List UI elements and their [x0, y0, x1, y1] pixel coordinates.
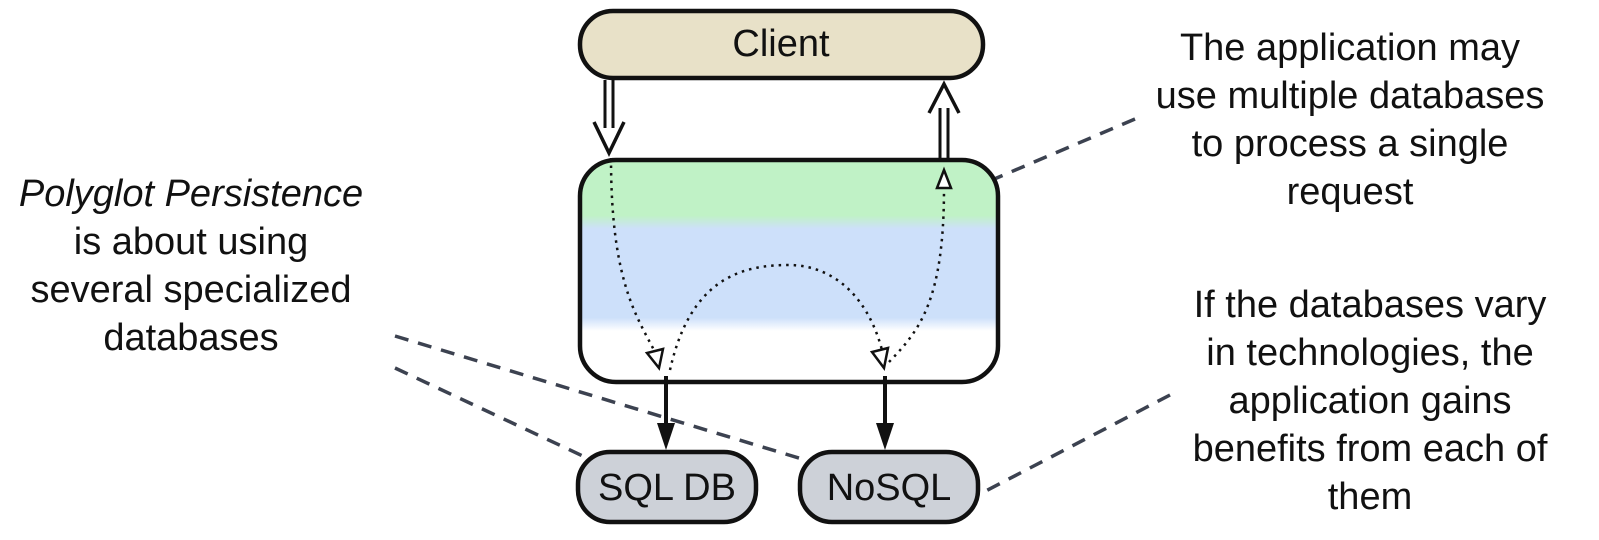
polyglot-note-line: databases	[103, 317, 279, 359]
leader-line-left-to-sql	[394, 366, 603, 467]
leader-line-left-to-nosql	[394, 334, 823, 467]
request-arrow	[592, 80, 626, 158]
response-arrow	[927, 80, 961, 158]
client-node-label: Client	[732, 23, 830, 65]
sql-db-node: SQL DB	[575, 449, 759, 525]
multiple-databases-note-line: The application may	[1179, 27, 1521, 69]
multiple-databases-note-line: request	[1286, 171, 1414, 213]
technologies-note: If the databases vary in technologies, t…	[1150, 281, 1590, 521]
client-node: Client	[577, 8, 986, 81]
multiple-databases-note-line: use multiple databases	[1155, 75, 1545, 117]
multiple-databases-note: The application may use multiple databas…	[1130, 24, 1570, 216]
technologies-note-line: application gains	[1228, 380, 1512, 422]
nosql-node: NoSQL	[797, 449, 981, 525]
technologies-note-line: benefits from each of	[1192, 428, 1548, 470]
internal-flow-arrowheads	[644, 166, 953, 371]
db-connectors	[657, 376, 894, 450]
technologies-note-line: them	[1327, 476, 1413, 518]
polyglot-note-line: is about using	[73, 221, 309, 263]
internal-flow	[609, 157, 946, 371]
application-node	[577, 157, 1001, 385]
sql-db-label: SQL DB	[598, 467, 736, 509]
technologies-note-line: If the databases vary	[1193, 284, 1547, 326]
polyglot-note: Polyglot Persistence is about using seve…	[0, 170, 382, 362]
nosql-label: NoSQL	[827, 467, 952, 509]
polyglot-note-line: several specialized	[30, 269, 352, 311]
technologies-note-line: in technologies, the	[1206, 332, 1534, 374]
multiple-databases-note-line: to process a single	[1191, 123, 1509, 165]
polyglot-note-emphasis: Polyglot Persistence	[18, 173, 364, 215]
leader-line-bottom-right-note	[979, 393, 1171, 496]
